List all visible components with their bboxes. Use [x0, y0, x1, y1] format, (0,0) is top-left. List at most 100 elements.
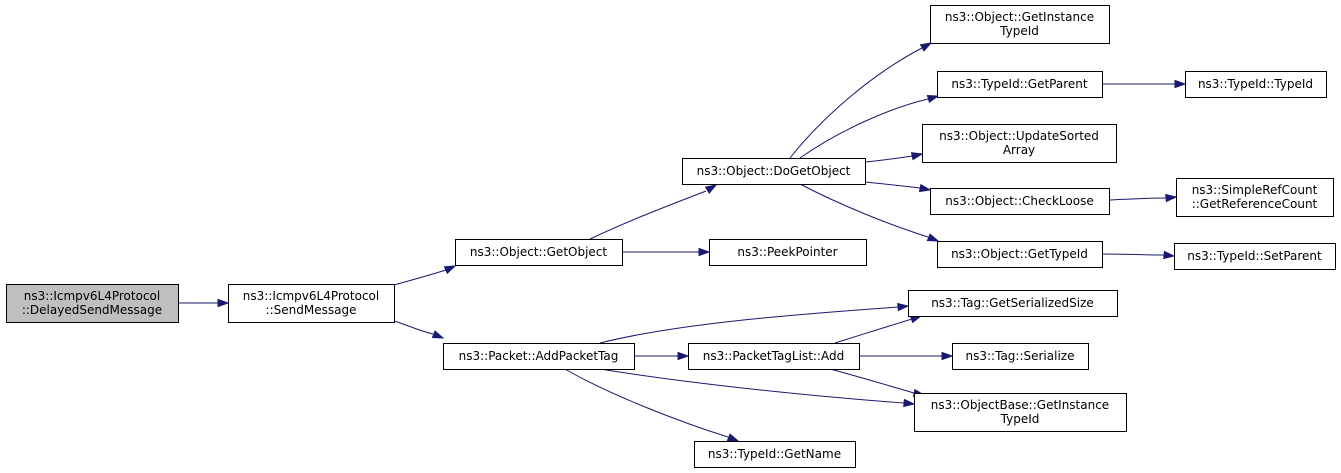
- node-label: ::DelayedSendMessage: [22, 303, 162, 317]
- node-box: [443, 343, 635, 370]
- node-label: ns3::SimpleRefCount: [1192, 183, 1318, 197]
- arrowhead-icon: [926, 233, 940, 242]
- edge-dogetobject-to-gettypeid: [799, 183, 940, 242]
- edge-taglistadd-to-tagserialize: [859, 351, 954, 361]
- node-label: ns3::Tag::Serialize: [966, 349, 1075, 363]
- node-dogetobject[interactable]: ns3::Object::DoGetObject: [682, 158, 866, 185]
- node-label: ns3::TypeId::GetName: [708, 447, 841, 461]
- node-label: ::SendMessage: [266, 303, 357, 317]
- node-box: [914, 393, 1127, 432]
- edge-checkloose-to-refcount: [1108, 193, 1178, 203]
- node-refcount[interactable]: ns3::SimpleRefCount::GetReferenceCount: [1176, 178, 1334, 217]
- edge-line: [864, 155, 914, 163]
- arrowhead-icon: [910, 152, 924, 161]
- arrowhead-icon: [897, 302, 910, 312]
- node-box: [937, 71, 1103, 98]
- arrowhead-icon: [1163, 250, 1176, 260]
- edge-gettypeid-to-setparent: [1101, 250, 1176, 260]
- node-label: ns3::ObjectBase::GetInstance: [931, 398, 1109, 412]
- edge-line: [599, 368, 905, 404]
- node-label: ns3::Object::UpdateSorted: [939, 129, 1099, 143]
- arrowhead-icon: [704, 184, 718, 195]
- node-box: [930, 5, 1110, 44]
- node-label: ns3::Object::GetTypeId: [951, 247, 1088, 261]
- edge-dogetobject-to-update: [864, 152, 924, 163]
- edge-line: [789, 47, 923, 159]
- arrowhead-icon: [698, 247, 711, 257]
- node-send[interactable]: ns3::Icmpv6L4Protocol::SendMessage: [228, 284, 395, 323]
- node-box: [1176, 178, 1334, 217]
- node-label: ns3::Icmpv6L4Protocol: [24, 289, 160, 303]
- edge-line: [799, 98, 929, 159]
- node-typeid[interactable]: ns3::TypeId::TypeId: [1185, 71, 1327, 98]
- edge-line: [564, 368, 729, 438]
- node-box: [952, 343, 1089, 370]
- node-label: ns3::TypeId::GetParent: [951, 77, 1087, 91]
- node-box: [1174, 243, 1336, 270]
- edge-getparent-to-typeid: [1102, 79, 1187, 89]
- edge-line: [599, 306, 899, 344]
- edge-line: [864, 181, 921, 189]
- node-label: ns3::Object::GetObject: [470, 245, 608, 259]
- edge-send-to-getobject: [393, 265, 457, 286]
- edge-dogetobject-to-getinst: [789, 42, 933, 159]
- node-gettypeid[interactable]: ns3::Object::GetTypeId: [937, 241, 1103, 268]
- node-box: [455, 239, 623, 266]
- edge-addtag-to-objbase: [599, 368, 916, 408]
- node-taglistadd[interactable]: ns3::PacketTagList::Add: [688, 343, 860, 370]
- arrowhead-icon: [726, 433, 740, 442]
- edge-addtag-to-getname: [564, 368, 740, 442]
- node-label: Array: [1003, 143, 1035, 157]
- arrowhead-icon: [918, 183, 932, 193]
- node-box: [922, 124, 1117, 163]
- node-getname[interactable]: ns3::TypeId::GetName: [694, 441, 856, 468]
- node-tagsize[interactable]: ns3::Tag::GetSerializedSize: [908, 290, 1118, 317]
- edge-line: [393, 269, 447, 286]
- arrowhead-icon: [941, 351, 954, 361]
- node-label: ns3::Tag::GetSerializedSize: [931, 296, 1094, 310]
- arrowhead-icon: [1174, 79, 1187, 89]
- node-label: ns3::PacketTagList::Add: [703, 349, 844, 363]
- node-box: [937, 241, 1103, 268]
- node-box: [688, 343, 860, 370]
- node-label: ns3::Object::CheckLoose: [945, 194, 1093, 208]
- edge-line: [1101, 253, 1165, 256]
- arrowhead-icon: [903, 398, 916, 408]
- node-box: [908, 290, 1118, 317]
- arrowhead-icon: [443, 265, 457, 275]
- node-addtag[interactable]: ns3::Packet::AddPacketTag: [443, 343, 635, 370]
- node-label: ns3::Object::GetInstance: [945, 10, 1094, 24]
- node-getparent[interactable]: ns3::TypeId::GetParent: [937, 71, 1103, 98]
- node-box: [6, 284, 179, 323]
- edge-dogetobject-to-getparent: [799, 94, 940, 159]
- node-label: ns3::TypeId::TypeId: [1198, 77, 1313, 91]
- edge-line: [799, 183, 929, 238]
- arrowhead-icon: [1165, 193, 1178, 203]
- node-setparent[interactable]: ns3::TypeId::SetParent: [1174, 243, 1336, 270]
- edge-line: [393, 320, 434, 335]
- arrowhead-icon: [926, 94, 940, 104]
- node-label: ns3::Icmpv6L4Protocol: [243, 289, 379, 303]
- node-label: ::GetReferenceCount: [1192, 197, 1318, 211]
- node-label: ns3::PeekPointer: [737, 245, 837, 259]
- edge-line: [1108, 197, 1167, 201]
- arrowhead-icon: [919, 42, 933, 52]
- node-checkloose[interactable]: ns3::Object::CheckLoose: [930, 188, 1110, 215]
- node-getobject[interactable]: ns3::Object::GetObject: [455, 239, 623, 266]
- node-tagserialize[interactable]: ns3::Tag::Serialize: [952, 343, 1089, 370]
- edge-taglistadd-to-tagsize: [834, 315, 923, 344]
- edge-getobject-to-dogetobject: [589, 184, 718, 240]
- node-peek[interactable]: ns3::PeekPointer: [709, 239, 867, 266]
- edge-getobject-to-peek: [622, 247, 711, 257]
- node-box: [682, 158, 866, 185]
- edge-dogetobject-to-checkloose: [864, 181, 932, 193]
- node-box: [1185, 71, 1327, 98]
- edge-taglistadd-to-objbase: [829, 368, 926, 398]
- node-label: TypeId: [1000, 412, 1040, 426]
- node-root[interactable]: ns3::Icmpv6L4Protocol::DelayedSendMessag…: [6, 284, 179, 323]
- node-label: ns3::TypeId::SetParent: [1187, 249, 1322, 263]
